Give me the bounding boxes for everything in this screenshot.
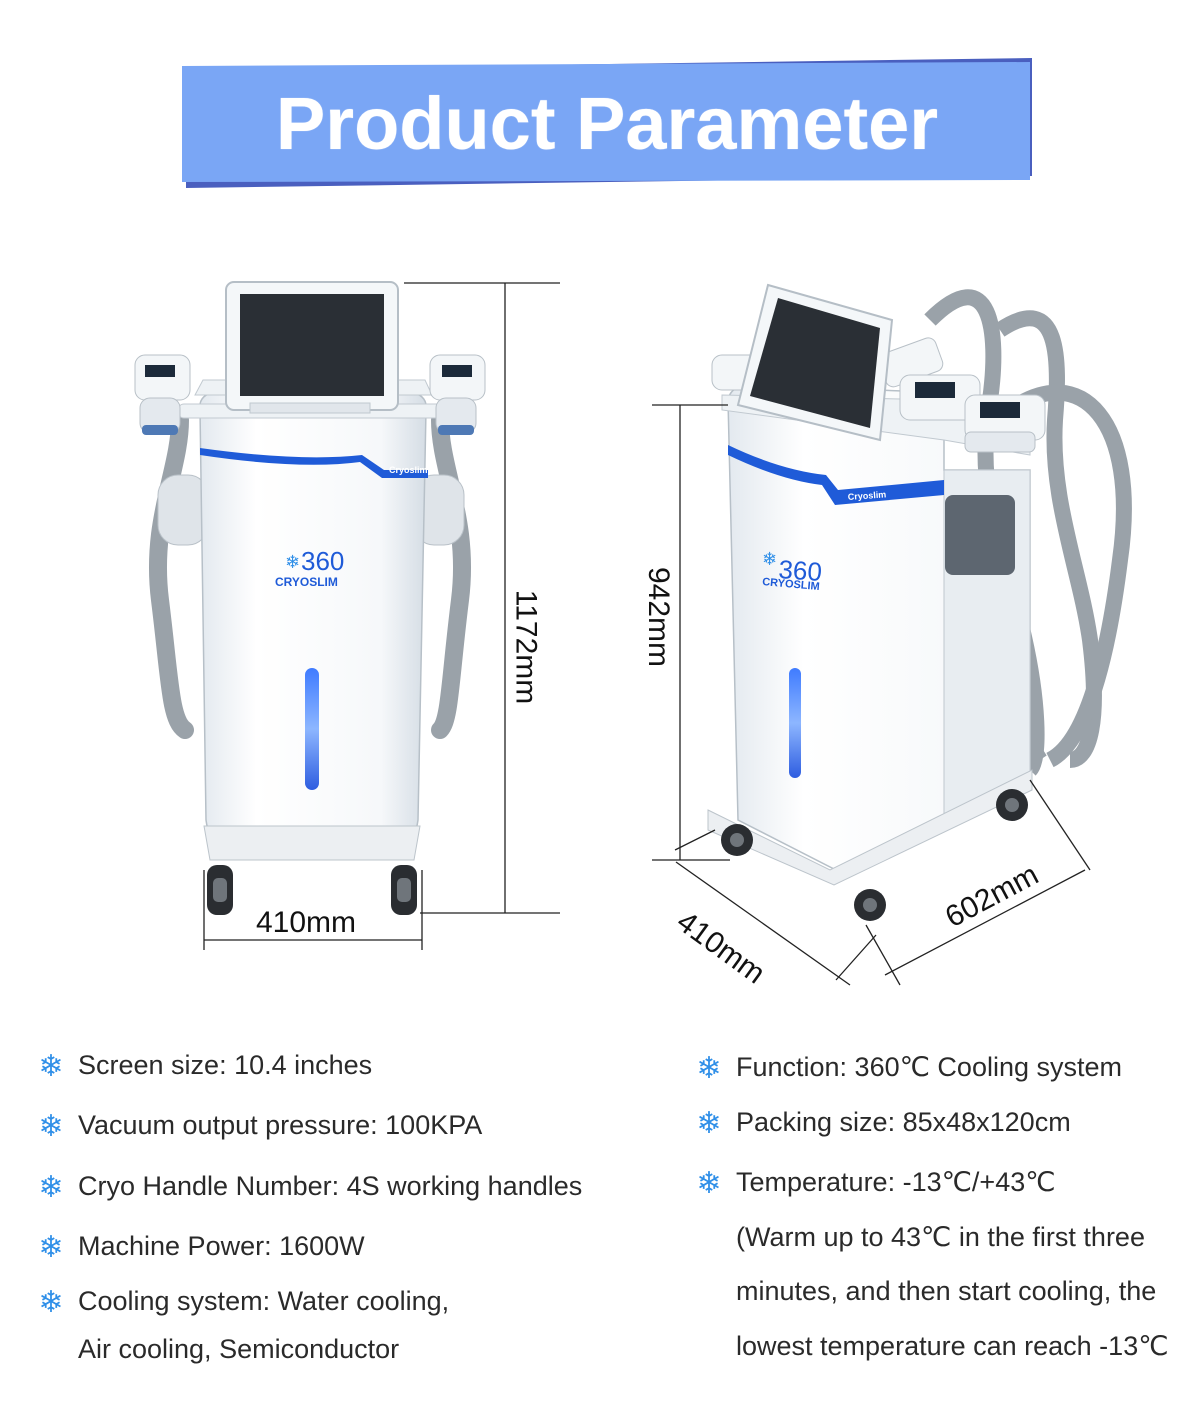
snowflake-icon: ❄ xyxy=(38,1110,64,1143)
banner-shape xyxy=(182,58,1032,188)
svg-text:❄: ❄ xyxy=(285,552,300,573)
front-machine xyxy=(134,281,486,915)
snowflake-icon: ❄ xyxy=(696,1052,722,1085)
page-title: Product Parameter xyxy=(275,81,939,165)
svg-text:Cryoslim: Cryoslim xyxy=(847,489,886,502)
spec-cooling-continuation: Air cooling, Semiconductor xyxy=(78,1334,400,1364)
snowflake-icon: ❄ xyxy=(38,1286,64,1319)
svg-text:Cryoslim: Cryoslim xyxy=(389,465,428,475)
snowflake-icon: ❄ xyxy=(696,1167,722,1200)
snowflake-icon: ❄ xyxy=(38,1171,64,1204)
snowflake-icon: ❄ xyxy=(696,1107,722,1140)
spec-temperature-line-2: minutes, and then start cooling, the xyxy=(736,1276,1157,1306)
svg-text:360: 360 xyxy=(301,546,344,576)
svg-text:360: 360 xyxy=(778,554,823,587)
front-width-label: 410mm xyxy=(256,906,357,939)
spec-temperature-line-1: (Warm up to 43℃ in the first three xyxy=(736,1222,1145,1252)
side-brand-logo: ❄ 360 CRYOSLIM Cryoslim xyxy=(762,489,887,593)
front-height-label: 1172mm xyxy=(509,589,543,705)
svg-text:❄: ❄ xyxy=(762,549,777,570)
side-machine xyxy=(707,283,1132,921)
side-dimension-lines xyxy=(652,404,1091,986)
title-banner: Product Parameter xyxy=(182,58,1032,188)
svg-text:CRYOSLIM: CRYOSLIM xyxy=(762,576,820,593)
snowflake-icon: ❄ xyxy=(38,1050,64,1083)
snowflake-icon: ❄ xyxy=(38,1231,64,1264)
front-dimension-lines xyxy=(203,282,560,950)
front-brand-logo: ❄ 360 CRYOSLIM Cryoslim xyxy=(275,465,428,589)
side-height-label: 942mm xyxy=(642,566,676,668)
product-illustration: ❄ 360 CRYOSLIM Cryoslim xyxy=(134,281,1132,991)
svg-text:CRYOSLIM: CRYOSLIM xyxy=(275,575,338,589)
spec-temperature-line-3: lowest temperature can reach -13℃ xyxy=(736,1331,1169,1361)
